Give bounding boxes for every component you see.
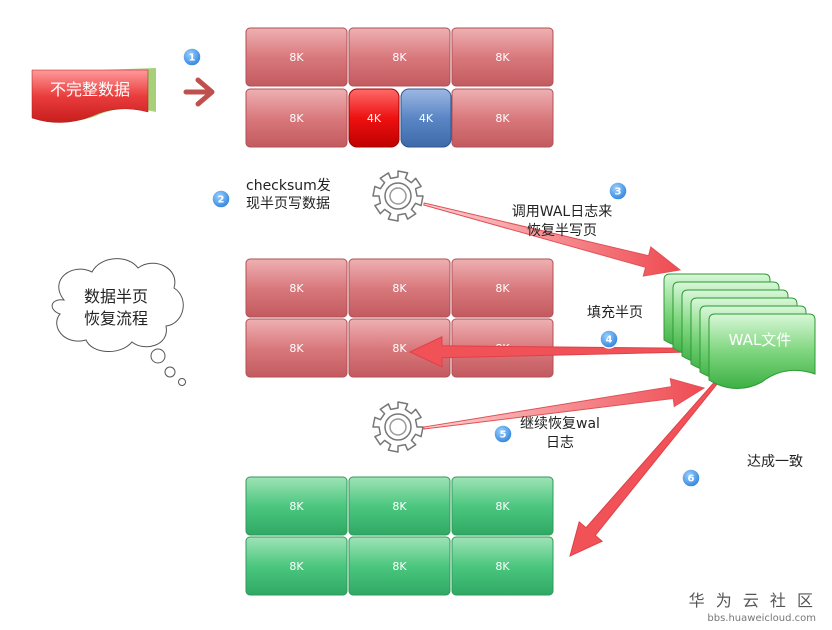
half-page-block [348, 88, 400, 148]
page-block [348, 536, 451, 596]
page-block-label: 8K [289, 112, 304, 125]
page-block [451, 88, 554, 148]
page-block-label: 8K [392, 500, 407, 513]
page-block [348, 258, 451, 318]
page-block [245, 536, 348, 596]
step-number: 6 [688, 474, 695, 485]
continue-wal-text-line-1: 继续恢复wal [520, 415, 600, 432]
page-block [451, 536, 554, 596]
gear-icon [372, 170, 424, 222]
arrow-continue-wal [423, 378, 706, 430]
step-badge: 5 [493, 424, 513, 444]
bubble-text-line-2: 恢复流程 [84, 309, 148, 328]
arrow-fill-half-page [408, 336, 713, 368]
step-number: 3 [615, 187, 622, 198]
step-badge: 3 [608, 181, 628, 201]
step-number: 2 [218, 195, 225, 206]
arrow-reach-consistency [569, 376, 722, 557]
page-block-label: 8K [289, 51, 304, 64]
page-block [245, 318, 348, 378]
wal-file-stack [663, 273, 816, 389]
page-block-label: 8K [495, 500, 510, 513]
wal-file-label: WAL文件 [729, 331, 792, 349]
watermark-url: bbs.huaweicloud.com [707, 613, 816, 624]
page-block [245, 258, 348, 318]
step-number: 5 [500, 430, 507, 441]
page-grid-corrupted: 8K 8K 8K 8K 4K 4K 8K [245, 27, 554, 148]
fill-half-page-text: 填充半页 [587, 305, 643, 321]
continue-wal-text-line-2: 日志 [546, 435, 574, 451]
incomplete-data-banner: 不完整数据 [31, 68, 156, 123]
page-block [245, 88, 348, 148]
step-number: 4 [606, 335, 613, 346]
watermark-title: 华 为 云 社 区 [689, 591, 816, 610]
page-block [245, 476, 348, 536]
page-block-label: 8K [289, 282, 304, 295]
step-badge: 6 [681, 468, 701, 488]
page-block-label: 8K [289, 500, 304, 513]
half-page-label: 4K [367, 112, 382, 125]
page-block-label: 8K [495, 282, 510, 295]
page-block-label: 8K [495, 560, 510, 573]
page-block [348, 476, 451, 536]
call-wal-text-line-2: 恢复半写页 [527, 222, 597, 239]
consistency-text: 达成一致 [747, 454, 803, 470]
checksum-text-line-1: checksum发 [246, 178, 331, 194]
page-block-label: 8K [495, 112, 510, 125]
page-block-label: 8K [392, 342, 407, 355]
half-page-block [400, 88, 452, 148]
page-block-label: 8K [495, 51, 510, 64]
page-block [451, 476, 554, 536]
thought-bubble: 数据半页 恢复流程 [51, 258, 186, 386]
wal-file-page [708, 313, 816, 389]
page-block-label: 8K [392, 560, 407, 573]
page-grid-consistent: 8K 8K 8K 8K 8K 8K [245, 476, 554, 596]
page-block [451, 258, 554, 318]
bubble-text-line-1: 数据半页 [84, 287, 148, 306]
page-block [245, 27, 348, 87]
half-page-label: 4K [419, 112, 434, 125]
page-block [348, 27, 451, 87]
arrow-to-wal [423, 202, 682, 277]
checksum-text-line-2: 现半页写数据 [246, 196, 330, 212]
step-badge: 1 [182, 47, 202, 67]
page-block-label: 8K [289, 560, 304, 573]
step-badge: 2 [211, 189, 231, 209]
call-wal-text-line-1: 调用WAL日志来 [512, 204, 612, 220]
page-block [451, 27, 554, 87]
page-block-label: 8K [392, 51, 407, 64]
step-badge: 4 [599, 329, 619, 349]
page-block-label: 8K [392, 282, 407, 295]
arrow-to-page-icon [183, 77, 215, 107]
page-block-label: 8K [289, 342, 304, 355]
incomplete-data-label: 不完整数据 [50, 80, 130, 99]
step-number: 1 [189, 53, 196, 64]
gear-icon [372, 401, 424, 453]
